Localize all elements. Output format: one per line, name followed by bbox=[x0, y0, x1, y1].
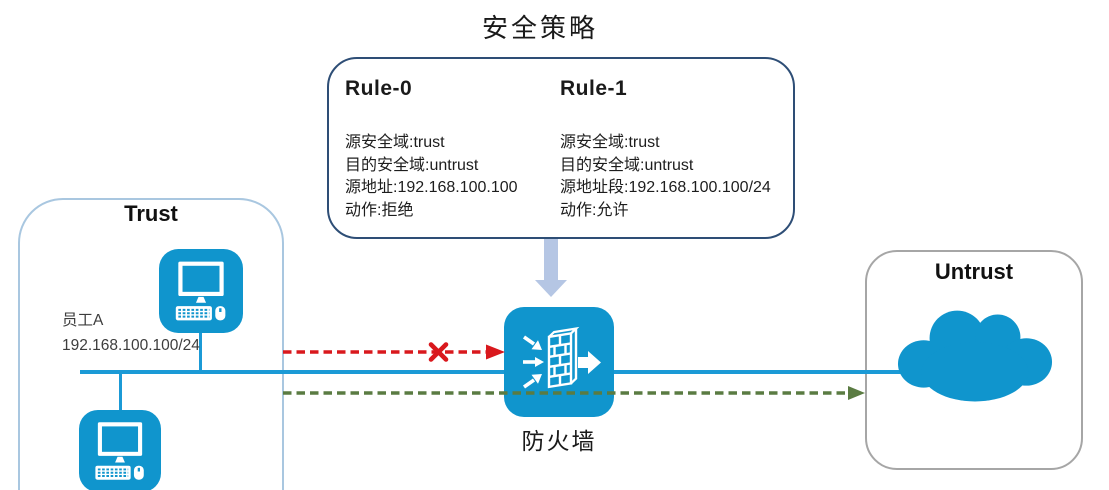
host-ip: 192.168.100.100/24 bbox=[62, 337, 200, 354]
rule-1-name: Rule-1 bbox=[560, 77, 628, 100]
rule-0: Rule-0 源安全域:trust 目的安全域:untrust 源地址:192.… bbox=[345, 77, 518, 222]
rule-0-source-addr: 源地址:192.168.100.100 bbox=[345, 179, 518, 196]
host-name: 员工A bbox=[62, 312, 104, 329]
deny-path-arrow bbox=[283, 342, 505, 362]
firewall-label: 防火墙 bbox=[521, 428, 597, 454]
trust-zone-boundary bbox=[18, 198, 284, 490]
rule-0-name: Rule-0 bbox=[345, 77, 413, 100]
trust-zone-label: Trust bbox=[124, 201, 178, 226]
rule-0-details: 源安全域:trust 目的安全域:untrust 源地址:192.168.100… bbox=[345, 132, 518, 222]
pc-icon bbox=[79, 410, 161, 490]
security-policy-box: Rule-0 源安全域:trust 目的安全域:untrust 源地址:192.… bbox=[327, 57, 795, 239]
rule-0-source-zone: 源安全域:trust bbox=[345, 134, 445, 151]
cloud-icon bbox=[897, 310, 1053, 402]
rule-1-source-zone: 源安全域:trust bbox=[560, 134, 660, 151]
pc2-link-line bbox=[119, 372, 122, 412]
rule-0-dest-zone: 目的安全域:untrust bbox=[345, 156, 479, 174]
untrust-zone-label: Untrust bbox=[934, 259, 1014, 284]
policy-pointer-arrow-icon bbox=[535, 239, 567, 297]
untrust-zone-boundary bbox=[865, 250, 1083, 470]
allow-path-arrow bbox=[283, 386, 865, 400]
host-info: 员工A 192.168.100.100/24 bbox=[62, 308, 200, 358]
rule-1-action: 动作:允许 bbox=[560, 201, 629, 219]
firewall-icon bbox=[504, 307, 614, 417]
rule-0-action: 动作:拒绝 bbox=[345, 201, 414, 219]
rule-1-dest-zone: 目的安全域:untrust bbox=[560, 156, 694, 174]
rule-1: Rule-1 源安全域:trust 目的安全域:untrust 源地址段:192… bbox=[560, 77, 771, 222]
pc-icon bbox=[159, 249, 243, 333]
deny-x-icon bbox=[428, 342, 449, 362]
rule-1-source-addr: 源地址段:192.168.100.100/24 bbox=[560, 179, 771, 196]
network-bus-line bbox=[80, 370, 905, 374]
pc1-link-line bbox=[199, 331, 202, 372]
diagram-title: 安全策略 bbox=[481, 13, 598, 43]
rule-1-details: 源安全域:trust 目的安全域:untrust 源地址段:192.168.10… bbox=[560, 132, 771, 222]
